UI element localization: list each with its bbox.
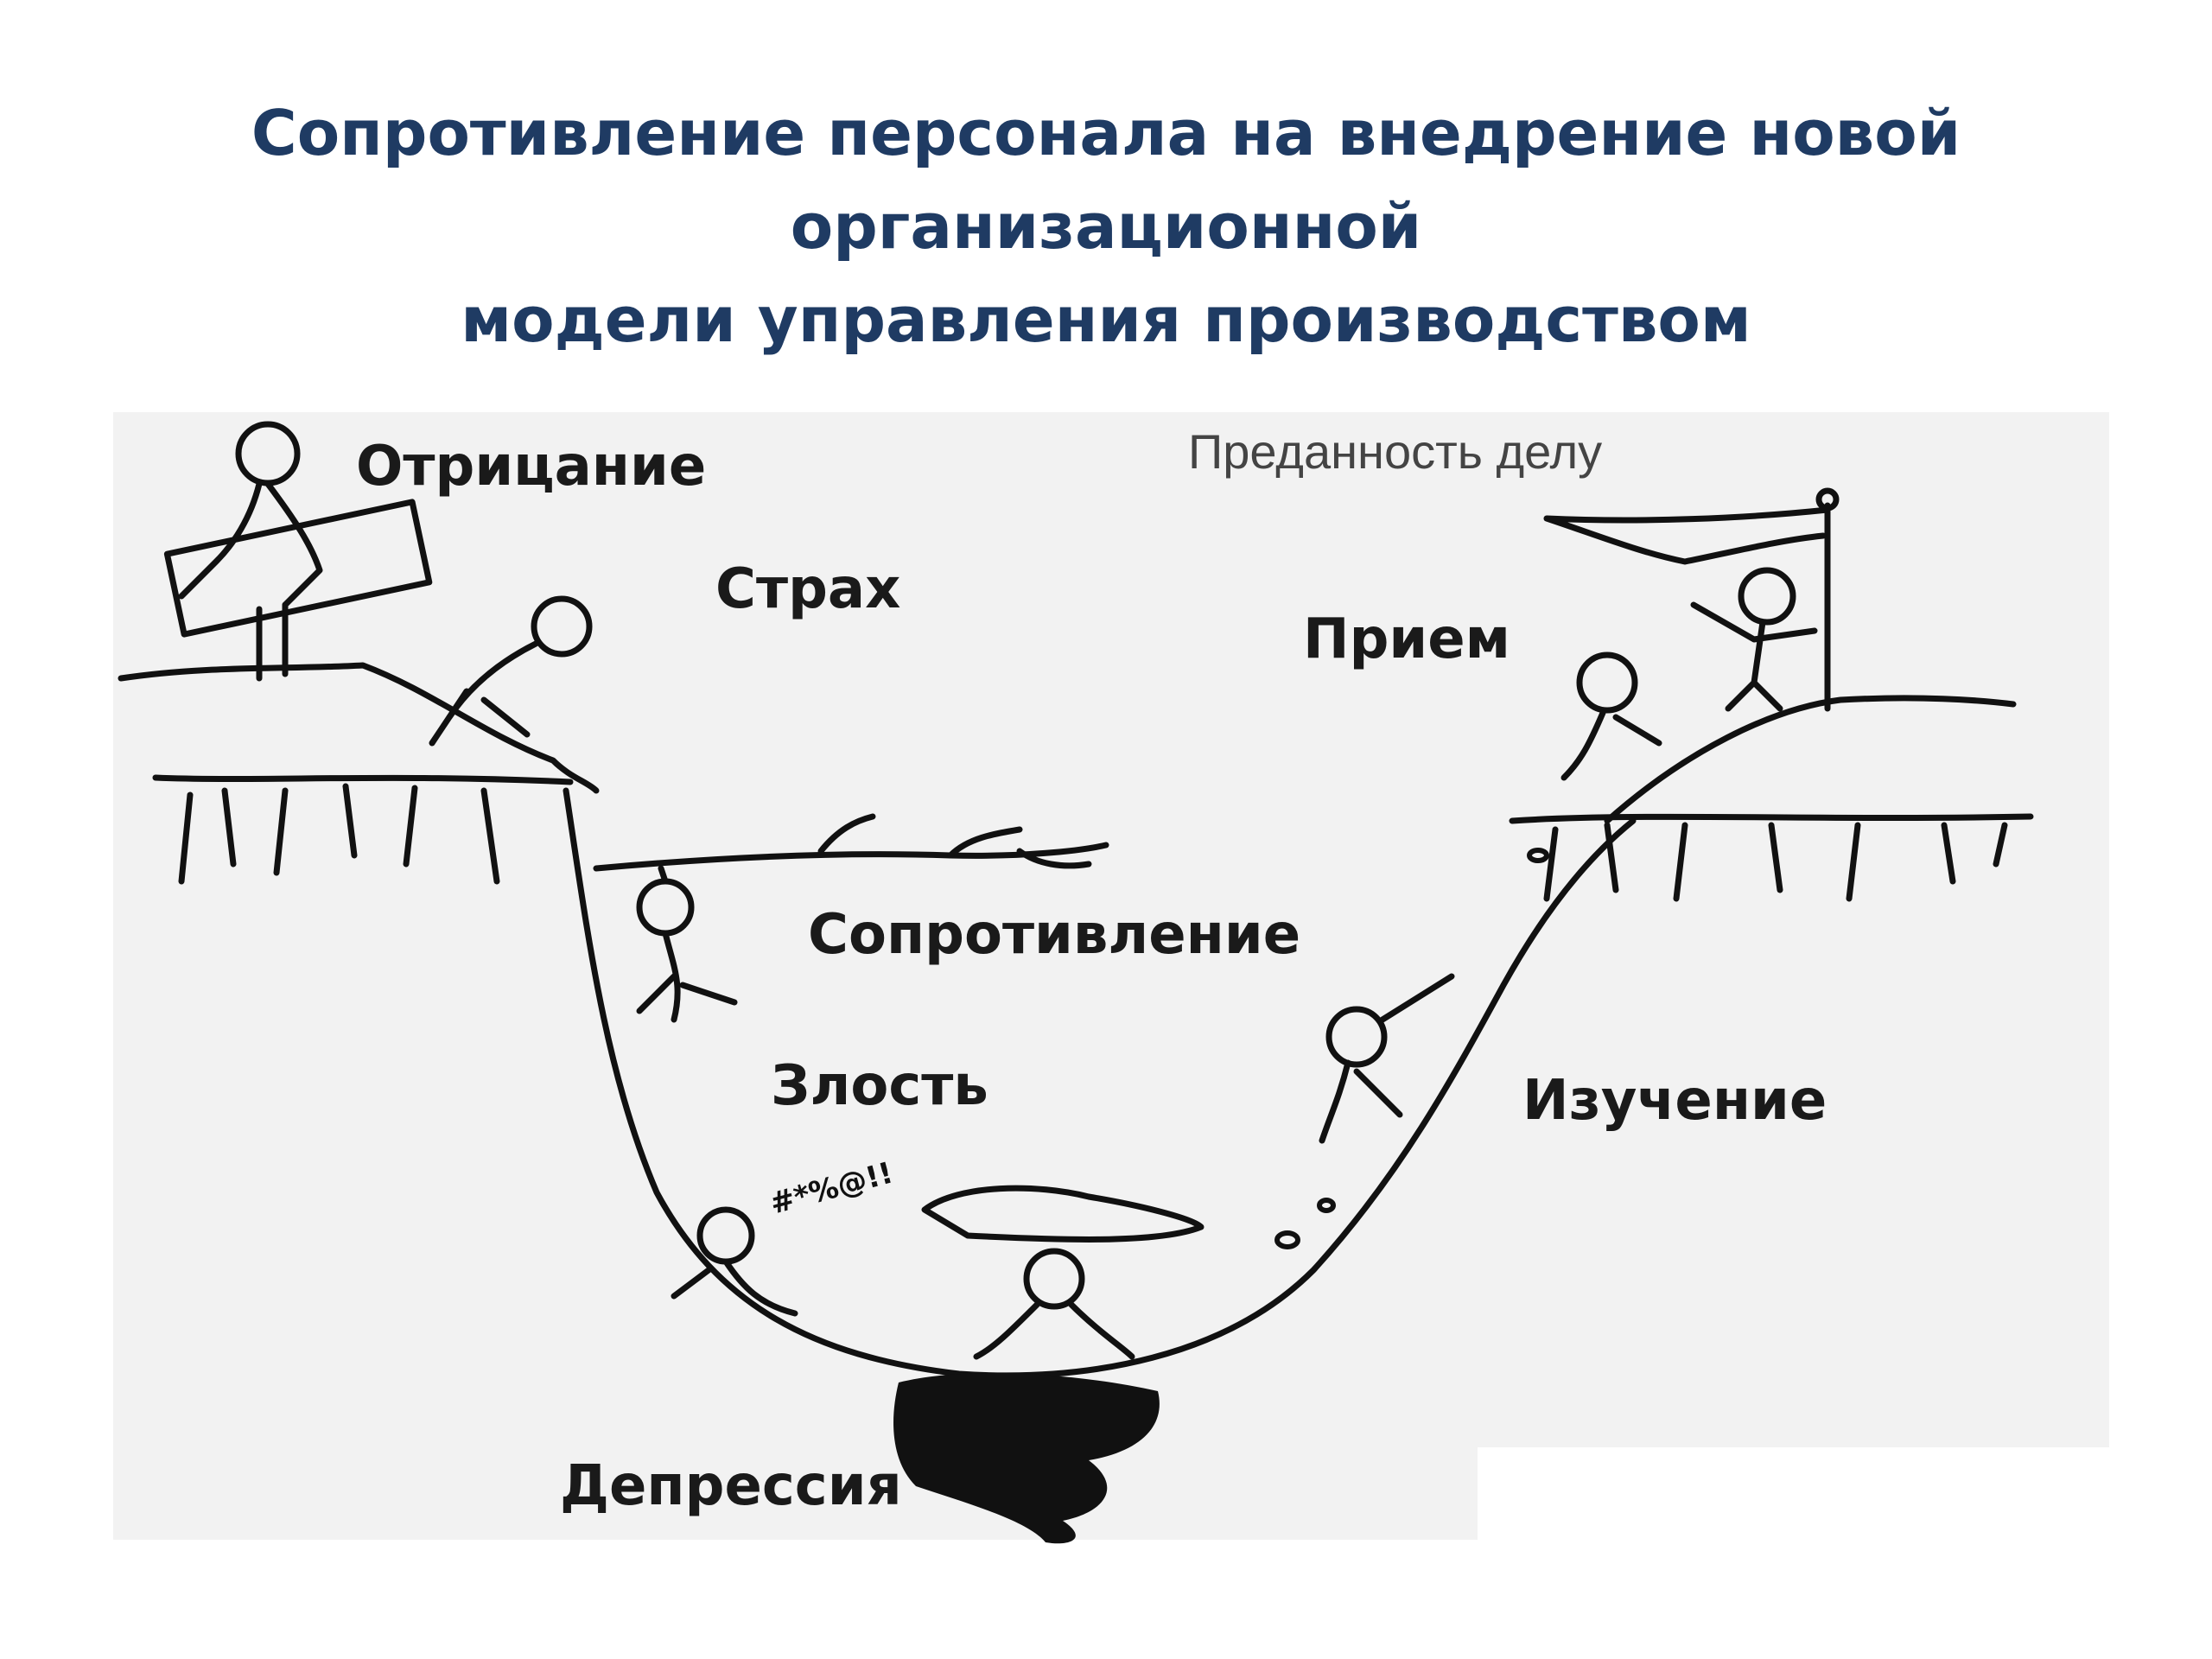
sign-post bbox=[163, 499, 433, 682]
stage-label-acceptance: Прием bbox=[1303, 607, 1510, 671]
valley-curve bbox=[563, 787, 1637, 1379]
figure-anger bbox=[671, 1206, 798, 1317]
right-plateau-ground bbox=[1604, 695, 2017, 824]
panel-corner-cutout bbox=[1478, 1447, 2117, 1551]
figure-commitment bbox=[1690, 567, 1818, 712]
stage-label-denial: Отрицание bbox=[356, 435, 707, 499]
left-plateau-ground bbox=[118, 662, 600, 794]
stage-label-fear: Страх bbox=[715, 557, 901, 621]
figure-fear bbox=[429, 595, 593, 747]
cartoon-panel bbox=[113, 412, 2109, 1540]
left-cliff-edge bbox=[152, 774, 574, 785]
stage-label-resistance: Сопротивление bbox=[808, 903, 1301, 967]
figure-depression bbox=[921, 1185, 1205, 1360]
stage-label-study: Изучение bbox=[1522, 1069, 1827, 1133]
figure-study bbox=[1319, 973, 1455, 1144]
figure-acceptance bbox=[1560, 652, 1662, 781]
stage-label-anger: Злость bbox=[771, 1054, 988, 1118]
right-cliff-edge bbox=[1509, 813, 2034, 824]
figure-denial bbox=[178, 421, 323, 608]
page-title: Сопротивление персонала на внедрение нов… bbox=[0, 86, 2212, 366]
page-title-line-1: Сопротивление персонала на внедрение нов… bbox=[251, 97, 1961, 263]
figure-resistance bbox=[636, 865, 738, 1023]
tree-branch bbox=[593, 842, 1109, 872]
stage-label-depression: Депрессия bbox=[560, 1454, 902, 1518]
depression-puddle bbox=[893, 1373, 1160, 1544]
flag bbox=[1543, 487, 1840, 712]
stage-label-commitment: Преданность делу bbox=[1188, 424, 1603, 479]
curse-text: #*%@!! bbox=[766, 1155, 897, 1221]
page-title-line-2: модели управления производством bbox=[461, 283, 1751, 356]
grass-right bbox=[1543, 822, 2008, 902]
falling-rocks bbox=[1274, 848, 1549, 1249]
grass-left bbox=[178, 783, 500, 885]
